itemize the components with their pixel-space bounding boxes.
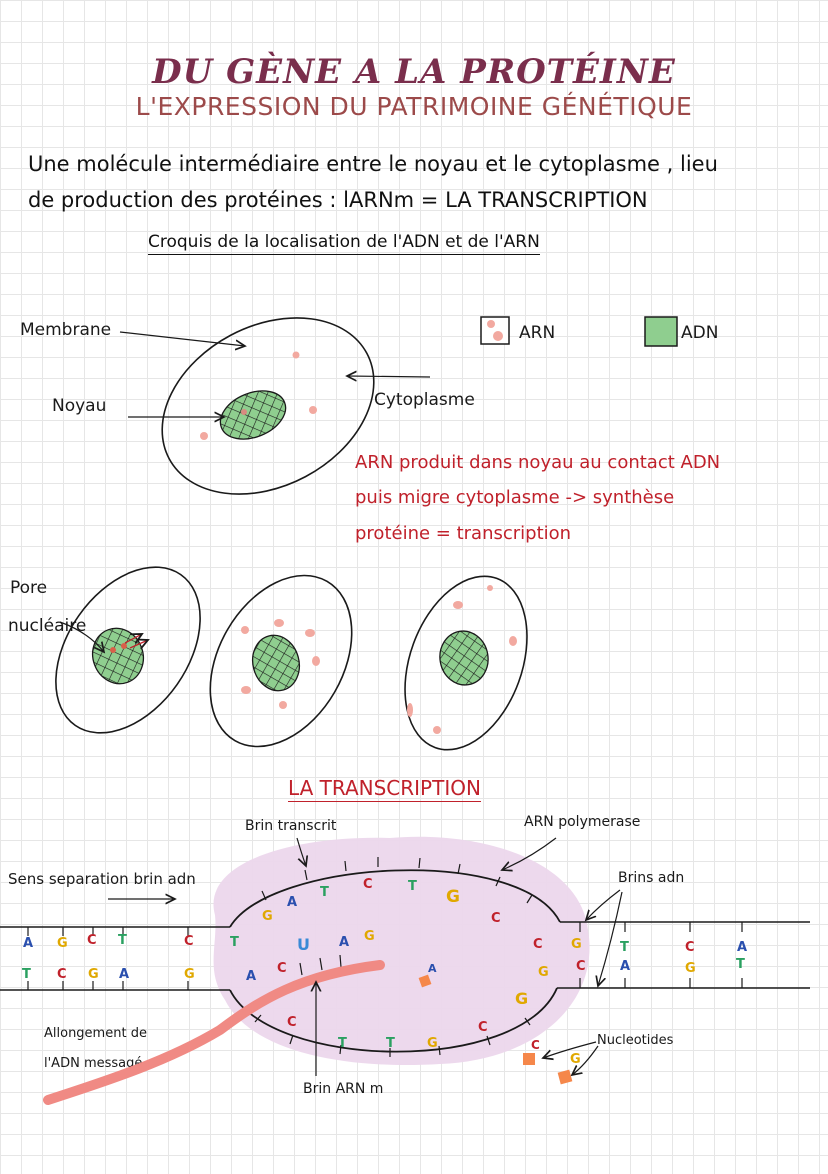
base-letter: G	[538, 965, 549, 980]
base-letter: A	[620, 959, 630, 974]
main-cell	[119, 317, 431, 495]
label-arn-polymerase: ARN polymerase	[524, 814, 641, 830]
base-letter: C	[184, 934, 194, 949]
transcription-title: LA TRANSCRIPTION	[288, 776, 481, 802]
page-title: DU GÈNE A LA PROTÉINE	[152, 52, 676, 92]
base-letter: T	[386, 1036, 395, 1051]
base-letter: T	[408, 879, 417, 894]
label-brin-transcrit: Brin transcrit	[245, 818, 337, 834]
base-letter: G	[88, 967, 99, 982]
base-letter: T	[22, 967, 31, 982]
base-letter: C	[363, 877, 373, 892]
base-letter: T	[230, 935, 239, 950]
base-letter: G	[427, 1036, 438, 1051]
base-letter: G	[184, 967, 195, 982]
label-nucleotides: Nucleotides	[597, 1033, 674, 1048]
label-brins-adn: Brins adn	[618, 870, 685, 886]
label-cytoplasme: Cytoplasme	[374, 390, 475, 410]
base-letter: A	[339, 935, 349, 950]
base-letter: T	[118, 933, 127, 948]
base-letter: G	[685, 961, 696, 976]
base-letter: G	[571, 937, 582, 952]
base-letter: C	[87, 933, 97, 948]
rna-strand	[43, 960, 385, 1105]
base-letter: C	[277, 961, 287, 976]
label-pore-1: Pore	[10, 578, 48, 598]
label-allongement-2: l'ADN messagé	[44, 1056, 143, 1071]
intro-line-2: de production des protéines : lARNm = LA…	[28, 188, 648, 212]
base-letter: T	[620, 940, 629, 955]
base-letter: G	[446, 887, 460, 907]
intro-line-1: Une molécule intermédiaire entre le noya…	[28, 152, 718, 176]
base-letter: A	[119, 967, 129, 982]
base-letter: C	[491, 911, 501, 926]
label-noyau: Noyau	[52, 396, 107, 416]
arn-polymerase-blob	[213, 836, 590, 1066]
page-subtitle: L'EXPRESSION DU PATRIMOINE GÉNÉTIQUE	[135, 92, 693, 121]
note-line-1: ARN produit dans noyau au contact ADN	[355, 452, 721, 473]
transcription-diagram: A G C T C T C G A G T G A T C T G C C U …	[0, 836, 810, 1105]
small-cell-2	[209, 574, 353, 748]
legend-arn-swatch	[480, 316, 510, 345]
small-cell-1	[55, 566, 201, 734]
base-letter: T	[338, 1036, 347, 1051]
base-letter: C	[576, 959, 586, 974]
base-letter: C	[685, 940, 695, 955]
base-letter: C	[57, 967, 67, 982]
base-letter: A	[287, 895, 297, 910]
base-letter: C	[533, 937, 543, 952]
base-letter: A	[737, 940, 747, 955]
sketch-title: Croquis de la localisation de l'ADN et d…	[148, 232, 540, 255]
base-letter: A	[23, 936, 33, 951]
legend-arn-label: ARN	[519, 323, 556, 343]
label-membrane: Membrane	[20, 320, 112, 340]
base-letter: G	[262, 909, 273, 924]
base-letter: U	[297, 935, 310, 954]
base-letter: C	[478, 1020, 488, 1035]
legend-adn-label: ADN	[681, 323, 719, 343]
base-letter: A	[428, 962, 437, 975]
note-line-2: puis migre cytoplasme -> synthèse	[355, 487, 675, 508]
label-brin-arnm: Brin ARN m	[303, 1081, 384, 1097]
label-pore-2: nucléaire	[8, 616, 87, 636]
base-letter: G	[570, 1052, 581, 1067]
free-nucleotides: A C G	[418, 962, 581, 1085]
note-line-3: protéine = transcription	[355, 523, 572, 544]
base-letter: G	[515, 989, 528, 1008]
small-cell-3	[404, 575, 528, 751]
label-sens-separation: Sens separation brin adn	[8, 870, 196, 888]
base-letter: G	[57, 936, 68, 951]
base-letter: A	[246, 969, 256, 984]
legend-adn-swatch	[644, 316, 678, 347]
label-allongement-1: Allongement de	[44, 1026, 147, 1041]
base-letter: T	[736, 957, 745, 972]
base-letter: C	[531, 1038, 540, 1052]
base-letter: T	[320, 885, 329, 900]
base-letter: C	[287, 1015, 297, 1030]
base-letter: G	[364, 929, 375, 944]
